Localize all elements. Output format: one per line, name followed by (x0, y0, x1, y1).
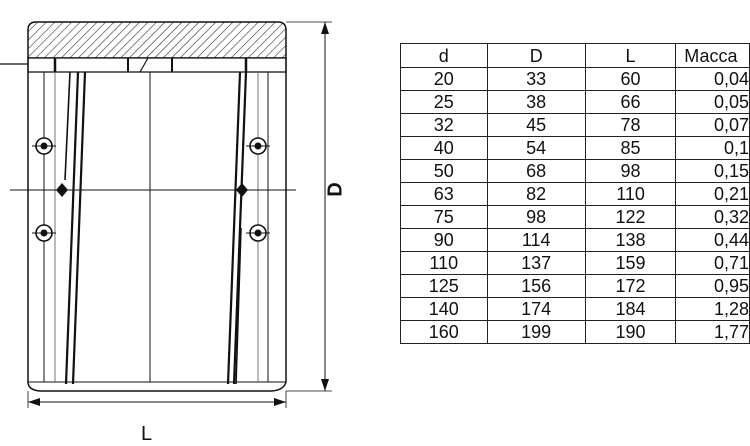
cell-d: 160 (400, 320, 488, 344)
cell-L: 122 (584, 205, 677, 229)
cell-d: 20 (400, 67, 488, 91)
cell-L: 184 (584, 297, 677, 321)
inner-wall-band (27, 57, 287, 73)
dimension-label-L: L (141, 423, 153, 445)
cell-L: 85 (584, 136, 677, 160)
cell-mass: 0,1 (675, 136, 750, 160)
cell-L: 110 (584, 182, 677, 206)
heating-wire (64, 71, 80, 385)
table-header-row: d D L Масса (400, 43, 750, 68)
cell-d: 40 (400, 136, 488, 160)
cell-L: 78 (584, 113, 677, 137)
cell-d: 125 (400, 274, 488, 298)
terminal-marker-right-bottom (246, 224, 270, 242)
cell-D: 137 (486, 251, 586, 275)
cell-mass: 0,04 (675, 67, 750, 91)
header-L: L (584, 43, 677, 68)
hatched-wall-section (27, 21, 287, 59)
cell-D: 45 (486, 113, 586, 137)
cell-L: 98 (584, 159, 677, 183)
cell-mass: 0,07 (675, 113, 750, 137)
cell-D: 82 (486, 182, 586, 206)
cell-D: 38 (486, 90, 586, 114)
cell-mass: 1,77 (675, 320, 750, 344)
header-D: D (486, 43, 586, 68)
cell-mass: 0,32 (675, 205, 750, 229)
terminal-marker-right-top (246, 137, 270, 155)
cell-mass: 0,05 (675, 90, 750, 114)
cell-L: 159 (584, 251, 677, 275)
cell-D: 68 (486, 159, 586, 183)
cell-D: 199 (486, 320, 586, 344)
cell-D: 54 (486, 136, 586, 160)
terminal-marker-left-top (32, 137, 56, 155)
axis-diamond-right (236, 183, 248, 197)
cell-L: 60 (584, 67, 677, 91)
coupling-technical-drawing (0, 21, 332, 408)
cell-mass: 0,95 (675, 274, 750, 298)
header-mass: Масса (675, 43, 750, 68)
cell-mass: 1,28 (675, 297, 750, 321)
dimension-label-D: D (324, 182, 347, 197)
cell-L: 66 (584, 90, 677, 114)
header-d: d (400, 43, 488, 68)
cell-mass: 0,15 (675, 159, 750, 183)
cell-D: 98 (486, 205, 586, 229)
terminal-marker-left-bottom (32, 224, 56, 242)
cell-d: 110 (400, 251, 488, 275)
cell-d: 90 (400, 228, 488, 252)
cell-d: 25 (400, 90, 488, 114)
cell-D: 174 (486, 297, 586, 321)
cell-D: 33 (486, 67, 586, 91)
cell-d: 75 (400, 205, 488, 229)
cell-L: 172 (584, 274, 677, 298)
axis-diamond-left (56, 183, 68, 197)
cell-mass: 0,71 (675, 251, 750, 275)
cell-d: 50 (400, 159, 488, 183)
cell-mass: 0,21 (675, 182, 750, 206)
cell-L: 190 (584, 320, 677, 344)
cell-d: 140 (400, 297, 488, 321)
cell-d: 32 (400, 113, 488, 137)
cell-L: 138 (584, 228, 677, 252)
cell-mass: 0,44 (675, 228, 750, 252)
coupling-body-outline (27, 58, 287, 392)
cell-D: 114 (486, 228, 586, 252)
cell-D: 156 (486, 274, 586, 298)
cell-d: 63 (400, 182, 488, 206)
